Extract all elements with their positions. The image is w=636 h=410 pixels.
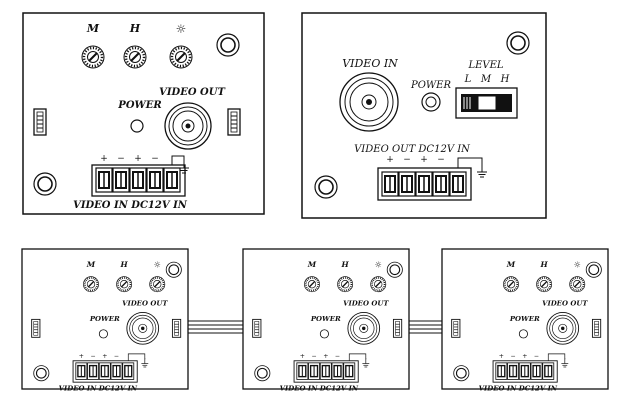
terminal-block [377,167,472,201]
mounting-hole-icon [386,261,403,278]
terminal-mark-4: − [534,353,539,360]
mounting-hole-icon [254,365,271,382]
level-position-h: H [500,74,510,85]
terminal-mark-4: − [151,154,159,164]
terminal-block [91,164,186,197]
terminal-mark-2: − [510,353,515,360]
knob-label-brightness: ☼ [574,260,581,270]
trimmer-m-icon[interactable] [303,275,321,293]
trimmer-brightness-icon[interactable] [369,275,387,293]
mounting-hole-icon [585,261,602,278]
terminal-mark-3: + [102,353,107,360]
level-label: LEVEL [467,60,503,71]
trimmer-h-icon[interactable] [122,44,148,70]
terminal-mark-2: − [90,353,95,360]
mounting-hole-icon [165,261,182,278]
chain-row: M H ☼ POWER VIDEO OUT + − + − [21,248,609,392]
chain-panel-2: M H ☼ POWER VIDEO OUT + − + − [242,248,410,392]
terminal-mark-1: + [79,353,84,360]
rj45-port-left-icon [252,318,262,338]
video-in-label: VIDEO IN [342,57,398,70]
terminal-mark-1: + [499,353,504,360]
trimmer-brightness-icon[interactable] [568,275,586,293]
receiver-panel: M H ☼ POWER VIDEO OUT + − + − VIDEO IN D… [22,12,265,215]
trimmer-h-icon[interactable] [336,275,354,293]
terminal-mark-1: + [300,353,305,360]
trimmer-h-icon[interactable] [535,275,553,293]
terminal-mark-4: − [335,353,340,360]
video-out-label: VIDEO OUT [122,300,168,308]
rj45-port-right-icon [227,108,241,136]
mounting-hole-icon [33,172,57,196]
mounting-hole-icon [33,365,50,382]
bnc-connector-icon [347,312,381,345]
video-out-label: VIDEO OUT [343,300,389,308]
knob-label-h: H [120,260,129,269]
knob-label-m: M [86,22,100,35]
terminal-bottom-label: VIDEO IN DC12V IN [59,384,138,392]
trimmer-h-icon[interactable] [115,275,133,293]
rj45-port-left-icon [31,318,41,338]
terminal-mark-1: + [100,154,108,164]
level-position-l: L [464,74,472,85]
rj45-port-left-icon [451,318,461,338]
trimmer-m-icon[interactable] [82,275,100,293]
power-label: POWER [410,80,452,91]
terminal-mark-2: − [311,353,316,360]
terminal-mark-3: + [522,353,527,360]
chain-panel-1: M H ☼ POWER VIDEO OUT + − + − [21,248,189,392]
bnc-connector-icon [546,312,580,345]
power-label: POWER [310,315,341,323]
mounting-hole-icon [506,31,530,55]
knob-label-m: M [86,260,96,269]
terminal-mark-2: − [403,155,411,165]
terminal-bottom-label: VIDEO IN DC12V IN [280,384,359,392]
power-led-icon [130,119,144,133]
trimmer-brightness-icon[interactable] [148,275,166,293]
bnc-connector-icon [164,102,212,150]
level-position-m: M [480,74,492,85]
knob-label-m: M [307,260,317,269]
terminal-mark-4: − [437,155,445,165]
rj45-port-right-icon [171,318,182,338]
power-label: POWER [117,100,161,111]
mounting-hole-icon [216,33,240,57]
knob-label-brightness: ☼ [375,260,382,270]
power-label: POWER [89,315,120,323]
knob-label-h: H [341,260,350,269]
bnc-connector-icon [126,312,160,345]
terminal-bottom-label: VIDEO IN DC12V IN [479,384,558,392]
trimmer-m-icon[interactable] [502,275,520,293]
ribbon-cable-icon [180,320,252,334]
mounting-hole-icon [314,175,338,199]
video-out-label: VIDEO OUT [159,87,226,98]
rj45-port-left-icon [33,108,47,136]
rj45-port-right-icon [392,318,403,338]
terminal-mark-2: − [117,154,125,164]
terminal-bottom-label: VIDEO IN DC12V IN [73,200,188,211]
trimmer-brightness-icon[interactable] [168,44,194,70]
video-out-dc-label: VIDEO OUT DC12V IN [354,144,471,155]
power-label: POWER [509,315,540,323]
terminal-mark-3: + [420,155,428,165]
terminal-mark-4: − [114,353,119,360]
terminal-mark-3: + [323,353,328,360]
knob-label-brightness: ☼ [154,260,161,270]
rj45-port-right-icon [591,318,602,338]
bnc-connector-icon [339,72,399,132]
knob-label-m: M [506,260,516,269]
terminal-mark-3: + [134,154,142,164]
knob-label-brightness: ☼ [176,22,187,36]
chain-panel-3: M H ☼ POWER VIDEO OUT + − + − [441,248,609,392]
mounting-hole-icon [453,365,470,382]
knob-label-h: H [540,260,549,269]
transmitter-panel: VIDEO IN POWER LEVEL L M H VIDEO OUT DC1… [301,12,547,219]
level-slide-switch[interactable] [455,87,518,119]
terminal-mark-1: + [386,155,394,165]
video-out-label: VIDEO OUT [542,300,588,308]
trimmer-m-icon[interactable] [80,44,106,70]
knob-label-h: H [129,22,141,35]
